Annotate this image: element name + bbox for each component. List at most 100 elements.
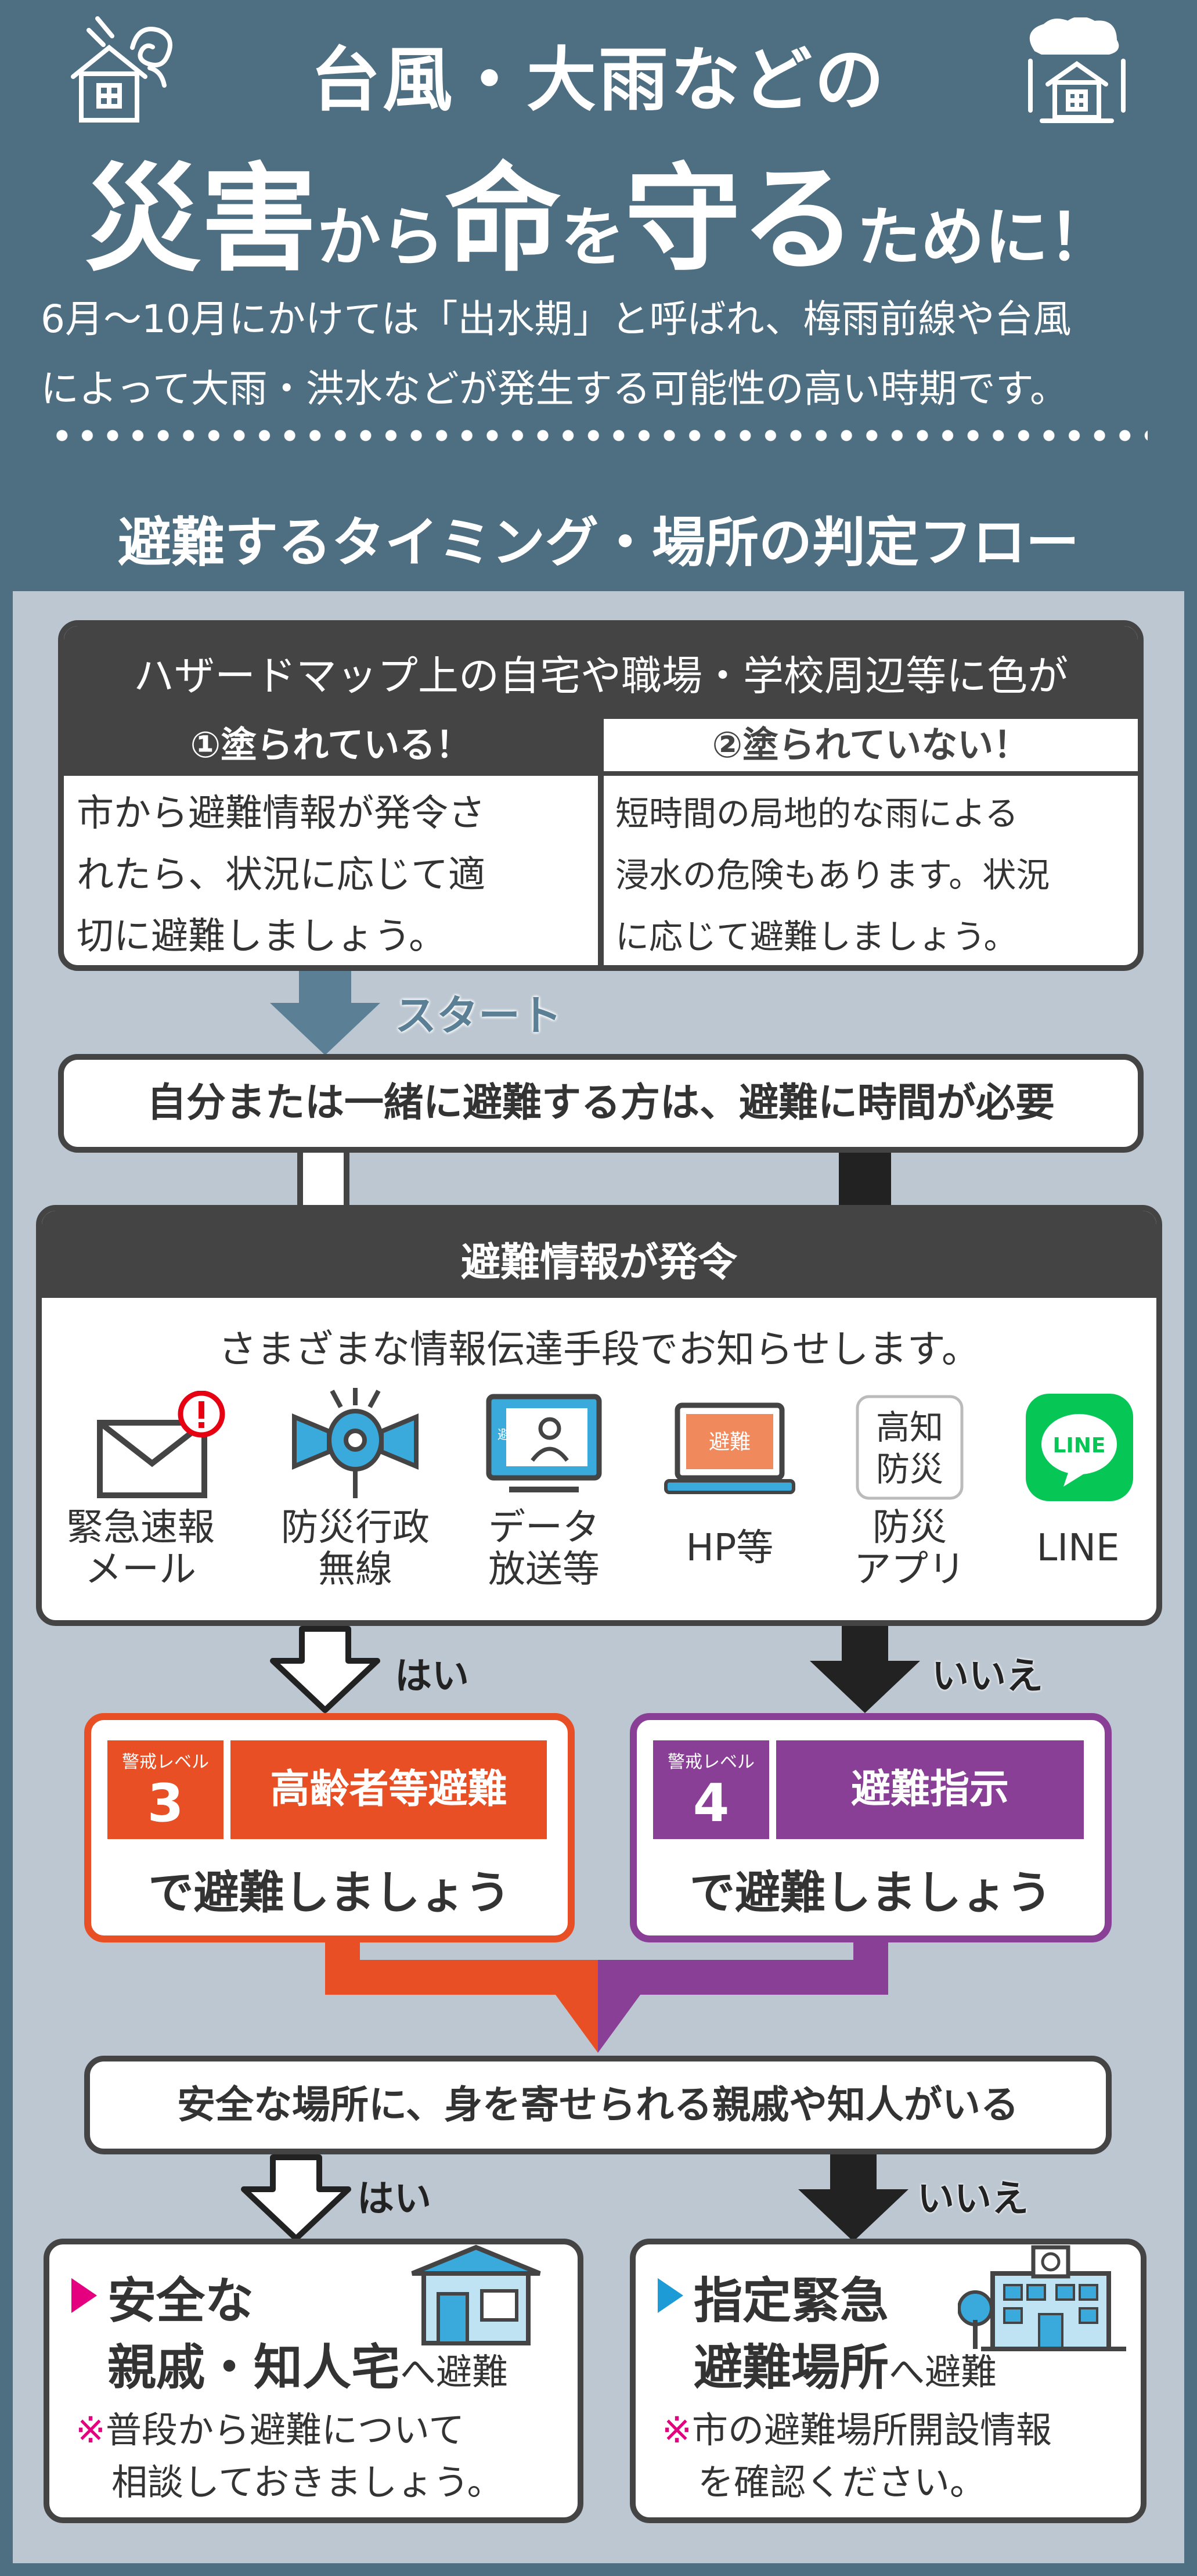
- laptop-icon: 避難: [664, 1402, 795, 1494]
- merge-arrow-icon: [543, 1977, 653, 2053]
- level3-caption: 警戒レベル: [122, 1752, 209, 1772]
- case2-line: 短時間の局地的な雨による: [615, 794, 1019, 833]
- dest1-note-line2: 相談しておきましょう。: [111, 2461, 503, 2503]
- house-icon: [411, 2244, 541, 2345]
- channel-label-line: 緊急速報: [66, 1506, 215, 1549]
- case2-text: 短時間の局地的な雨による 浸水の危険もあります。状況 に応じて避難しましょう。: [615, 783, 1050, 965]
- no-arrow-icon: [798, 2154, 908, 2242]
- dest1-title1: 安全な: [107, 2272, 254, 2329]
- destination-shelter-box: 指定緊急 避難場所へ避難 ※市の避難場所開設情報 を確認ください。: [630, 2239, 1146, 2523]
- channel-label: 緊急速報メール: [56, 1507, 225, 1591]
- level3-box: 警戒レベル 3 高齢者等避難 で避難しましょう: [84, 1713, 575, 1942]
- intro-text: 6月～10月にかけては「出水期」と呼ばれ、梅雨前線や台風 によって大雨・洪水など…: [41, 285, 1156, 424]
- no-label: いいえ: [932, 1655, 1043, 1698]
- app-icon: 高知 防災: [856, 1395, 964, 1500]
- channel-label-line: アプリ: [854, 1548, 965, 1591]
- level3-num: 3: [147, 1773, 184, 1834]
- line-app-text: LINE: [1052, 1434, 1105, 1458]
- case-divider: [598, 719, 604, 965]
- channel-label: データ放送等: [466, 1507, 622, 1591]
- info-title: 避難情報が発令: [460, 1240, 737, 1286]
- level4-action: で避難しましょう: [689, 1867, 1052, 1919]
- dest2-suffix: へ避難: [889, 2351, 997, 2393]
- hazard-map-box: ハザードマップ上の自宅や職場・学校周辺等に色が ①塗られている！ ②塗られていな…: [58, 620, 1144, 971]
- dest1-suffix: へ避難: [400, 2351, 509, 2393]
- title-word-wo: を: [561, 200, 625, 275]
- hazard-heading: ハザードマップ上の自宅や職場・学校周辺等に色が: [134, 652, 1068, 700]
- level3-action: で避難しましょう: [148, 1867, 511, 1919]
- case1-line: 市から避難情報が発令さ: [77, 792, 485, 835]
- start-arrow-icon: [270, 971, 380, 1055]
- evac-info-box: 避難情報が発令 さまざまな情報伝達手段でお知らせします。: [36, 1205, 1162, 1626]
- note-mark: ※: [75, 2409, 106, 2451]
- case2-line: 浸水の危険もあります。状況: [615, 855, 1050, 895]
- channel-label: HP等: [646, 1527, 814, 1569]
- case2-label: ②塗られていない！: [604, 719, 1138, 771]
- flow-subtitle: 避難するタイミング・場所の判定フロー: [117, 512, 1079, 574]
- case1-line: れたら、状況に応じて適: [77, 854, 485, 897]
- question1-box: 自分または一緒に避難する方は、避難に時間が必要: [58, 1054, 1144, 1153]
- line-app-icon: LINE: [1026, 1394, 1133, 1501]
- case1-text: 市から避難情報が発令さ れたら、状況に応じて適 切に避難しましょう。: [77, 783, 485, 965]
- title-word-protect: 守る: [625, 152, 857, 287]
- connector-black: [839, 1153, 891, 1208]
- level4-num: 4: [693, 1773, 730, 1834]
- yes-arrow-icon: [270, 1626, 380, 1713]
- channel-label-line: 無線: [318, 1548, 392, 1591]
- hazard-heading-bg: [64, 626, 1138, 719]
- level3-badge: 警戒レベル 3: [107, 1740, 223, 1839]
- title-line2: 災害から命を守るために！: [0, 125, 1197, 293]
- loudspeaker-icon: [292, 1388, 419, 1498]
- question1-text: 自分または一緒に避難する方は、避難に時間が必要: [146, 1080, 1055, 1126]
- channel-label-line: LINE: [1036, 1527, 1120, 1570]
- case1-label: ①塗られている！: [64, 719, 598, 771]
- dest1-note: ※普段から避難について 相談しておきましょう。: [75, 2404, 503, 2509]
- destination-relatives-box: 安全な 親戚・知人宅へ避難 ※普段から避難について 相談しておきましょう。: [44, 2239, 583, 2523]
- channel-label-line: 防災行政: [281, 1506, 430, 1549]
- app-text-line1: 高知: [876, 1408, 943, 1447]
- dest1-title2-row: 親戚・知人宅へ避難: [107, 2329, 508, 2399]
- school-building-icon: [958, 2245, 1126, 2351]
- app-text-line2: 防災: [876, 1449, 943, 1489]
- typhoon-house-icon: [71, 16, 172, 123]
- dest2-note-line2: を確認ください。: [698, 2461, 986, 2503]
- dest2-title1: 指定緊急: [694, 2272, 889, 2329]
- tv-screen-text: 避難: [497, 1428, 523, 1442]
- level3-label: 高齢者等避難: [230, 1740, 547, 1839]
- dest2-title2-row: 避難場所へ避難: [694, 2329, 997, 2399]
- info-title-bg: [42, 1211, 1156, 1298]
- title-word-for: ために！: [857, 200, 1113, 275]
- start-label: スタート: [395, 991, 563, 1040]
- question2-box: 安全な場所に、身を寄せられる親戚や知人がいる: [84, 2056, 1112, 2154]
- dotted-divider: [49, 430, 1148, 441]
- no-label: いいえ: [917, 2178, 1029, 2221]
- laptop-screen-text: 避難: [709, 1430, 751, 1454]
- yes-arrow-icon: [241, 2154, 351, 2242]
- channel-label-line: HP等: [686, 1527, 774, 1570]
- channel-label-line: メール: [85, 1548, 196, 1591]
- connector-white: [297, 1153, 349, 1208]
- level4-badge: 警戒レベル 4: [653, 1740, 769, 1839]
- title-word-disaster: 災害: [84, 152, 317, 287]
- no-arrow-icon: [810, 1626, 920, 1713]
- level4-caption: 警戒レベル: [668, 1752, 755, 1772]
- case-row-line: [64, 771, 1138, 776]
- intro-line1: 6月～10月にかけては「出水期」と呼ばれ、梅雨前線や台風: [41, 297, 1072, 341]
- mail-alert-icon: [97, 1391, 225, 1498]
- level4-box: 警戒レベル 4 避難指示 で避難しましょう: [630, 1713, 1112, 1942]
- channel-label: LINE: [1000, 1527, 1156, 1569]
- case1-line: 切に避難しましょう。: [77, 915, 446, 958]
- channel-label-line: 防災: [872, 1506, 947, 1549]
- dest2-note-line1: 市の避難場所開設情報: [691, 2409, 1052, 2451]
- dest1-title2: 親戚・知人宅: [107, 2339, 401, 2396]
- yes-label: はい: [395, 1655, 469, 1698]
- question2-text: 安全な場所に、身を寄せられる親戚や知人がいる: [176, 2082, 1019, 2127]
- level4-label: 避難指示: [776, 1740, 1084, 1839]
- title-line1: 台風・大雨などの: [311, 40, 886, 121]
- tv-icon: 避難: [486, 1394, 602, 1492]
- dest2-note: ※市の避難場所開設情報 を確認ください。: [662, 2404, 1052, 2509]
- title-word-life: 命: [444, 152, 561, 287]
- info-desc: さまざまな情報伝達手段でお知らせします。: [218, 1327, 980, 1372]
- channel-label: 防災アプリ: [831, 1507, 988, 1591]
